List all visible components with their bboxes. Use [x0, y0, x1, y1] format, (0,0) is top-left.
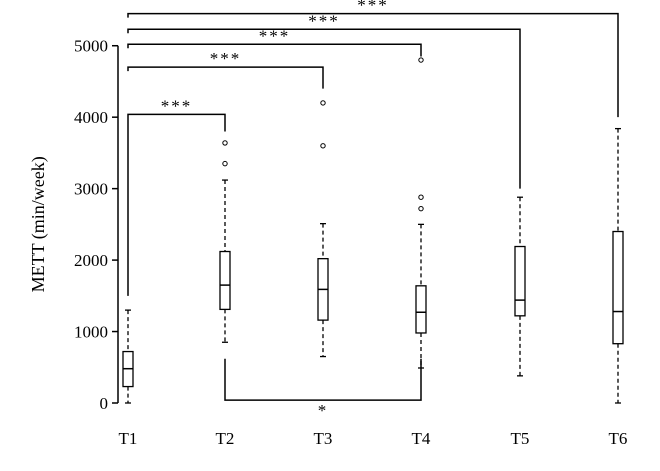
outlier-point [418, 57, 424, 63]
x-tick-label: T4 [412, 429, 431, 448]
box-t5 [514, 196, 526, 377]
box-t4 [415, 57, 427, 369]
x-tick-label: T3 [314, 429, 333, 448]
significance-label: *** [161, 96, 193, 115]
box-t6 [612, 127, 624, 404]
boxes [122, 57, 624, 404]
y-tick-label: 5000 [74, 37, 108, 56]
box-t3 [317, 100, 329, 358]
y-ticks: 0 1000 2000 3000 4000 5000 [74, 37, 118, 413]
sig-bracket-t1-t5: *** [127, 11, 521, 189]
box-t2 [219, 140, 231, 343]
y-tick-label: 2000 [74, 251, 108, 270]
box-t1 [122, 309, 134, 404]
x-tick-label: T1 [119, 429, 138, 448]
bracket-line [127, 28, 521, 189]
box-iqr [514, 245, 526, 317]
sig-bracket-t1-t6: *** [127, 0, 619, 118]
bracket-line [127, 12, 619, 118]
sig-bracket-t1-t2: *** [127, 96, 226, 296]
sig-bracket-t2-t4: * [224, 358, 422, 420]
bracket-line [127, 113, 226, 296]
outlier-point [418, 194, 424, 200]
y-tick-label: 1000 [74, 323, 108, 342]
significance-label: *** [308, 11, 340, 30]
y-tick-label: 0 [100, 394, 109, 413]
y-tick-label: 3000 [74, 180, 108, 199]
significance-label: *** [210, 49, 242, 68]
sig-bracket-t1-t4: *** [127, 26, 422, 57]
box-iqr [415, 285, 427, 334]
box-iqr [612, 230, 624, 345]
sig-bracket-t1-t3: *** [127, 49, 324, 89]
outlier-point [222, 140, 228, 146]
outlier-point [418, 205, 424, 212]
box-iqr [219, 250, 231, 311]
bracket-line [127, 66, 324, 89]
y-tick-label: 4000 [74, 108, 108, 127]
significance-label: * [318, 401, 329, 420]
x-tick-labels: T1 T2 T3 T4 T5 T6 [119, 429, 628, 448]
outlier-point [320, 100, 326, 106]
outlier-point [320, 143, 326, 149]
bracket-line [127, 43, 422, 57]
bracket-line [224, 358, 422, 401]
significance-label: *** [259, 26, 291, 45]
x-tick-label: T2 [216, 429, 235, 448]
significance-label: *** [357, 0, 389, 15]
significance-brackets: **************** [127, 0, 619, 420]
outlier-point [222, 160, 228, 167]
x-tick-label: T5 [511, 429, 530, 448]
y-axis-label: METT (min/week) [28, 156, 49, 292]
x-tick-label: T6 [609, 429, 628, 448]
